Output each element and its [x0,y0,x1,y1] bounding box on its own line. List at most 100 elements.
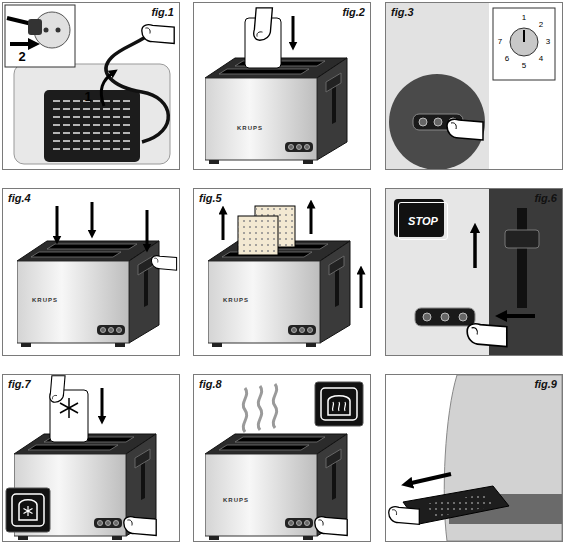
figure-panel: fig.3 [385,2,563,170]
toaster [17,241,159,347]
button-panel [415,308,475,326]
heat-wave [273,384,276,428]
figure-label: fig.7 [8,378,31,390]
step-number: 1 [84,90,91,103]
figure-label: fig.3 [391,6,414,18]
highlight-spot [389,74,485,170]
dial-number: 7 [498,38,502,46]
hand [389,507,420,525]
toaster-side-closeup [444,375,562,541]
brand-mark: KRUPS [32,297,58,303]
step-arrow [10,42,34,46]
hand [254,8,273,40]
figure-panel: fig.4 [2,188,180,356]
dial-number: 1 [522,14,526,22]
control-button [419,118,427,126]
lever-slot [517,208,527,308]
hand [50,376,65,402]
dial-number: 4 [539,55,543,63]
bread-icon [328,396,350,415]
figure-panel: fig.5 [193,188,371,356]
bread-icon [19,500,37,520]
inset-button [6,488,50,532]
dial-number: 2 [539,21,543,29]
insert-arrow [292,16,295,46]
dial-number: 3 [546,38,550,46]
fig3-art [385,2,555,170]
fig8-art [205,382,363,540]
brand-mark: KRUPS [223,497,249,503]
figure-label: fig.9 [534,378,557,390]
power-cord [106,32,168,142]
heat-wave [243,388,246,432]
hand [151,256,176,271]
fig6-art [386,189,562,355]
down-arrow [56,206,59,240]
insert-arrow [101,388,104,420]
dial-number: 5 [522,62,526,70]
press-arrow [501,314,535,318]
defrost-icon [24,506,33,516]
toaster [205,434,347,540]
button-label: STOP [398,202,448,240]
fig2-art [205,8,347,164]
down-arrow [91,202,94,234]
figure-panel: fig.2 [193,2,371,170]
hand [467,324,507,347]
browning-dial [510,28,538,56]
heat-wave [258,386,261,430]
toaster-base [44,90,140,162]
brand-mark: KRUPS [237,125,263,131]
toaster-body-faded [14,64,170,164]
pull-arrow [407,474,451,484]
hand [142,25,174,44]
plug [28,19,42,35]
hand [447,119,483,140]
fig1-art [5,5,174,164]
inset-frame [493,8,555,80]
up-arrow [310,204,313,234]
up-arrow [222,210,225,240]
step-arrow [101,72,114,106]
toast-slice [238,216,278,255]
brand-mark: KRUPS [223,297,249,303]
figure-panel: fig.9 [385,374,563,542]
crumb-tray-holes [425,494,495,517]
figure-panel: fig.1 [2,2,180,170]
inset-frame [5,5,75,67]
toaster [208,241,350,347]
snowflake [60,403,78,413]
figure-label: fig.2 [342,6,365,18]
figure-panel: fig.8 [193,374,371,542]
step-number: 2 [18,50,25,63]
fig4-art [17,202,177,347]
socket-hole [56,28,61,33]
down-arrow [146,210,149,248]
fig5-art [208,204,361,347]
up-arrow [360,270,363,308]
base-grid [52,98,132,154]
control-button [423,313,431,321]
control-button [434,118,442,126]
figure-panel: fig.6STOP [385,188,563,356]
button-outline [321,388,357,420]
figure-label: fig.6 [534,192,557,204]
toaster-front-closeup [386,189,562,355]
fig7-art [6,376,156,540]
figure-label: fig.4 [8,192,31,204]
reheat-icon [332,402,345,411]
toast-texture [238,216,278,255]
figure-panel: fig.7 [2,374,180,542]
dial-number: 6 [505,55,509,63]
fig9-art [389,375,562,541]
snowflake [60,403,78,413]
inset-button [315,382,363,426]
hand [124,517,156,536]
figure-label: fig.8 [199,378,222,390]
control-button [441,313,449,321]
hand [315,517,347,536]
figure-label: fig.1 [151,6,174,18]
